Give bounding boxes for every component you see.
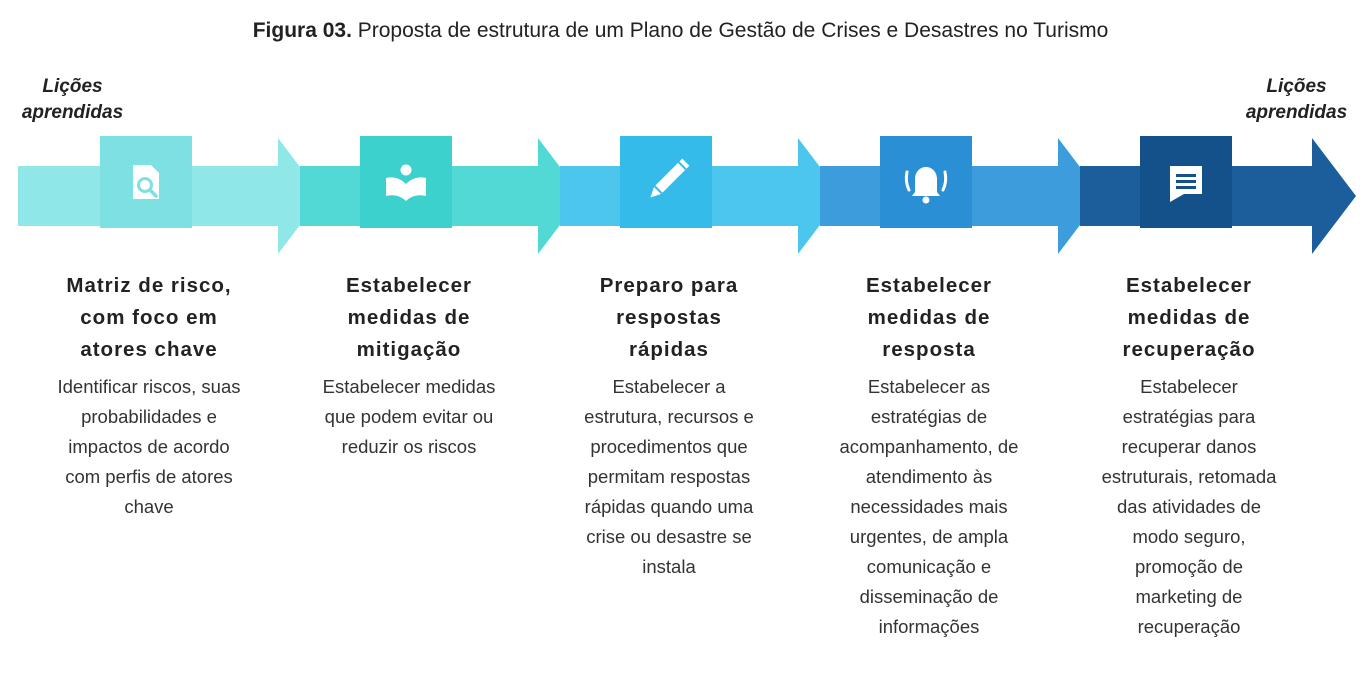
step-2: Estabelecer medidas de mitigação Estabel… bbox=[304, 270, 514, 462]
step-1-title: Matriz de risco, com foco em atores chav… bbox=[66, 274, 232, 361]
flow-segment-5 bbox=[1080, 136, 1356, 254]
lessons-learned-right: Lições aprendidas bbox=[1245, 76, 1348, 123]
step-4: Estabelecer medidas de resposta Estabele… bbox=[824, 270, 1034, 642]
step-1: Matriz de risco, com foco em atores chav… bbox=[44, 270, 254, 522]
flow-segment-1 bbox=[18, 136, 322, 254]
step-2-description: Estabelecer medidas que podem evitar ou … bbox=[322, 376, 496, 457]
document-search-icon bbox=[133, 165, 159, 199]
caption-text: Proposta de estrutura de um Plano de Ges… bbox=[351, 19, 1109, 42]
flow-segment-3 bbox=[560, 136, 842, 254]
step-5-description: Estabelecer estratégias para recuperar d… bbox=[1101, 376, 1277, 637]
caption-label: Figura 03. bbox=[252, 19, 352, 42]
step-5-title: Estabelecer medidas de recuperação bbox=[1122, 274, 1256, 361]
process-flow-arrow bbox=[18, 136, 1356, 254]
figure-caption: Figura 03. Proposta de estrutura de um P… bbox=[0, 17, 1361, 45]
segment-5-arrowhead bbox=[1312, 138, 1356, 254]
person-reading-icon bbox=[386, 164, 426, 201]
step-4-title: Estabelecer medidas de resposta bbox=[865, 274, 993, 361]
step-5: Estabelecer medidas de recuperação Estab… bbox=[1084, 270, 1294, 642]
step-3-title: Preparo para respostas rápidas bbox=[599, 274, 739, 361]
flow-segment-2 bbox=[300, 136, 582, 254]
step-3-description: Estabelecer a estrutura, recursos e proc… bbox=[584, 376, 754, 577]
lessons-learned-left: Lições aprendidas bbox=[21, 76, 124, 123]
step-4-description: Estabelecer as estratégias de acompanham… bbox=[839, 376, 1019, 637]
segment-2-icon-box bbox=[360, 136, 452, 228]
bell-icon bbox=[904, 167, 948, 204]
step-1-description: Identificar riscos, suas probabilidades … bbox=[57, 376, 241, 517]
step-3: Preparo para respostas rápidas Estabelec… bbox=[564, 270, 774, 582]
step-2-title: Estabelecer medidas de mitigação bbox=[345, 274, 473, 361]
flow-segment-4 bbox=[820, 136, 1102, 254]
message-icon bbox=[1170, 166, 1202, 202]
